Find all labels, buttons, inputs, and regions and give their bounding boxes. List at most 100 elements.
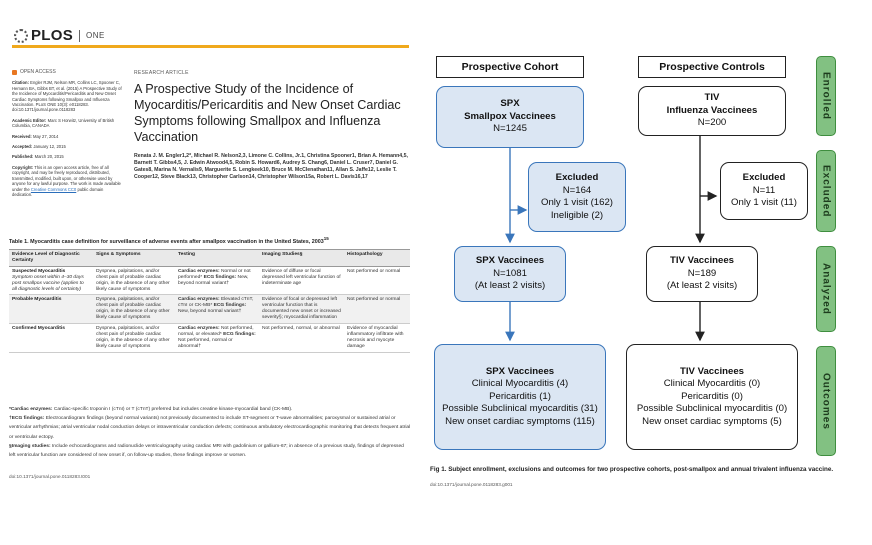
cell-signs: Dyspnea, palpitations, and/or chest pain… [93, 266, 175, 296]
testing-ecg-label: ECG findings: [223, 331, 256, 337]
testing-enzyme-label: Cardiac enzymes: [178, 268, 220, 274]
table-caption-text: Table 1. Myocarditis case definition for… [9, 238, 324, 245]
tiv-excluded-title: Excluded [742, 172, 786, 184]
article-page: PLOS ONE OPEN ACCESS Citation: Engler RJ… [0, 0, 420, 545]
brand-sub: ONE [86, 31, 105, 40]
spx-enrolled-title: SPX [500, 98, 520, 110]
copyright-label: Copyright: [12, 164, 34, 170]
footnote-enzymes: *Cardiac enzymes: Cardiac-specific tropo… [9, 405, 411, 414]
spx-outcome-new-symptoms: New onset cardiac symptoms (115) [445, 415, 595, 427]
level-note: Symptom onset within 4–30 days post smal… [12, 274, 84, 292]
article-type: RESEARCH ARTICLE [134, 70, 189, 76]
spx-outcome-subclinical: Possible Subclinical myocarditis (31) [442, 403, 598, 415]
tiv-excluded-visits: Only 1 visit (11) [731, 197, 797, 209]
box-spx-enrolled: SPX Smallpox Vaccinees N=1245 [436, 86, 584, 148]
tiv-enrolled-subtitle: Influenza Vaccinees [666, 104, 758, 116]
box-tiv-enrolled: TIV Influenza Vaccinees N=200 [638, 86, 786, 136]
testing-enzyme-label: Cardiac enzymes: [178, 326, 220, 332]
table-footnotes: *Cardiac enzymes: Cardiac-specific tropo… [9, 405, 411, 460]
tiv-outcome-subclinical: Possible Subclinical myocarditis (0) [636, 403, 788, 415]
open-access-label: OPEN ACCESS [20, 69, 56, 75]
table-doi: doi:10.1371/journal.pone.0118283.t001 [9, 474, 91, 479]
testing-enzyme-label: Cardiac enzymes: [178, 297, 220, 303]
table-header-row: Evidence Level of Diagnostic Certainty S… [9, 249, 410, 267]
table-row: Confirmed Myocarditis Dyspnea, palpitati… [9, 323, 410, 353]
level-name: Probable Myocarditis [12, 297, 62, 303]
copyright-end: public domain dedication. [12, 186, 104, 197]
published-date: March 20, 2015 [34, 154, 64, 160]
spx-outcome-pericarditis: Pericarditis (1) [489, 390, 551, 402]
table-caption-ref: 15 [323, 236, 329, 241]
accepted-block: Accepted: January 12, 2015 [12, 144, 124, 149]
stage-outcomes-label: Outcomes [820, 372, 832, 430]
spx-excluded-title: Excluded [555, 172, 599, 183]
spx-excluded-n: N=164 [562, 184, 592, 196]
cell-imaging: Not performed, normal, or abnormal [259, 323, 344, 353]
footnote-enzymes-text: Cardiac-specific troponin I (cTnI) or T … [53, 407, 293, 412]
box-tiv-excluded: Excluded N=11 Only 1 visit (11) [720, 162, 808, 220]
published-block: Published: March 20, 2015 [12, 154, 124, 159]
box-spx-analyzed: SPX Vaccinees N=1081 (At least 2 visits) [454, 246, 566, 302]
tiv-analyzed-n: N=189 [687, 267, 717, 279]
spx-analyzed-n: N=1081 [493, 267, 527, 279]
footnote-ecg-text: Electrocardiogram findings (beyond norma… [9, 416, 411, 440]
tiv-outcome-myocarditis: Clinical Myocarditis (0) [663, 378, 761, 390]
tiv-analyzed-note: (At least 2 visits) [666, 280, 738, 292]
cell-testing: Cardiac enzymes: Not performed, normal, … [175, 323, 259, 353]
plos-logo: PLOS ONE [14, 27, 105, 44]
tiv-outcome-new-symptoms: New onset cardiac symptoms (5) [642, 415, 782, 427]
cell-signs: Dyspnea, palpitations, and/or chest pain… [93, 294, 175, 325]
cell-imaging: Evidence of focal or depressed left vent… [259, 294, 344, 325]
tiv-enrolled-n: N=200 [697, 117, 727, 129]
footnote-imaging-label: §Imaging studies: [9, 443, 51, 449]
footnote-ecg: †ECG findings: Electrocardiogram finding… [9, 414, 411, 442]
spx-enrolled-subtitle: Smallpox Vaccinees [464, 110, 556, 122]
author-list: Renata J. M. Engler1,2*, Michael R. Nels… [134, 153, 408, 181]
header-rule [12, 45, 409, 48]
tiv-enrolled-title: TIV [704, 92, 720, 104]
spx-analyzed-title: SPX Vaccinees [475, 255, 545, 267]
open-lock-icon [12, 70, 17, 76]
stage-enrolled-label: Enrolled [820, 71, 832, 120]
article-title: A Prospective Study of the Incidence of … [134, 82, 401, 144]
tiv-analyzed-title: TIV Vaccinees [670, 255, 734, 267]
stage-outcomes: Outcomes [816, 346, 836, 456]
cell-histo: Not performed or normal [344, 294, 410, 325]
cell-testing: Cardiac enzymes: Elevated cTnT, cTnI or … [175, 294, 259, 325]
testing-ecg-label: ECG findings: [213, 303, 247, 309]
testing-ecg-label: ECG findings: [203, 274, 237, 280]
box-tiv-outcomes: TIV Vaccinees Clinical Myocarditis (0) P… [626, 344, 798, 450]
header-prospective-cohort: Prospective Cohort [436, 56, 584, 78]
figure-page: Prospective Cohort Prospective Controls … [426, 0, 872, 545]
plos-logo-icon [14, 28, 28, 43]
cell-level: Probable Myocarditis [9, 294, 93, 325]
footnote-imaging: §Imaging studies: Include echocardiogram… [9, 442, 411, 460]
cc0-link[interactable]: Creative Commons CC0 [30, 186, 77, 192]
level-name: Confirmed Myocarditis [12, 326, 65, 332]
cell-signs: Dyspnea, palpitations, and/or chest pain… [93, 323, 175, 353]
footnote-imaging-text: Include echocardiograms and radionuclide… [9, 443, 404, 459]
spx-excluded-visits: Only 1 visit (162) [541, 197, 613, 208]
box-spx-excluded: Excluded N=164 Only 1 visit (162) Inelig… [528, 162, 626, 232]
box-spx-outcomes: SPX Vaccinees Clinical Myocarditis (4) P… [434, 344, 606, 450]
testing-ecg-value: New, beyond normal variant† [178, 309, 242, 315]
testing-enzyme-value: Elevated cTnT, cTnI or CK-MB* [178, 297, 254, 309]
footnote-enzymes-label: *Cardiac enzymes: [9, 407, 53, 412]
tiv-outcomes-title: TIV Vaccinees [680, 365, 744, 377]
cell-level: Confirmed Myocarditis [9, 323, 93, 353]
testing-ecg-value: New, beyond normal variant† [178, 274, 249, 286]
editor-text: Marc S Horwitz, University of British Co… [12, 117, 115, 129]
article-sidebar: OPEN ACCESS Citation: Engler RJM, Nelson… [12, 69, 124, 202]
citation-text: Engler RJM, Nelson MR, Collins LC, Spoon… [12, 80, 122, 113]
footnote-ecg-label: †ECG findings: [9, 416, 45, 422]
citation-label: Citation: [12, 80, 29, 86]
testing-enzyme-value: Not performed, normal, or elevated* [178, 326, 254, 337]
brand: PLOS [31, 27, 74, 44]
tiv-outcome-pericarditis: Pericarditis (0) [681, 390, 743, 402]
col-header-testing: Testing [175, 249, 259, 267]
cell-imaging: Evidence of diffuse or focal depressed l… [259, 266, 344, 296]
col-header-level: Evidence Level of Diagnostic Certainty [9, 249, 93, 267]
open-access-badge: OPEN ACCESS [12, 69, 124, 76]
copyright-block: Copyright: This is an open access articl… [12, 165, 124, 197]
header-prospective-controls: Prospective Controls [638, 56, 786, 78]
